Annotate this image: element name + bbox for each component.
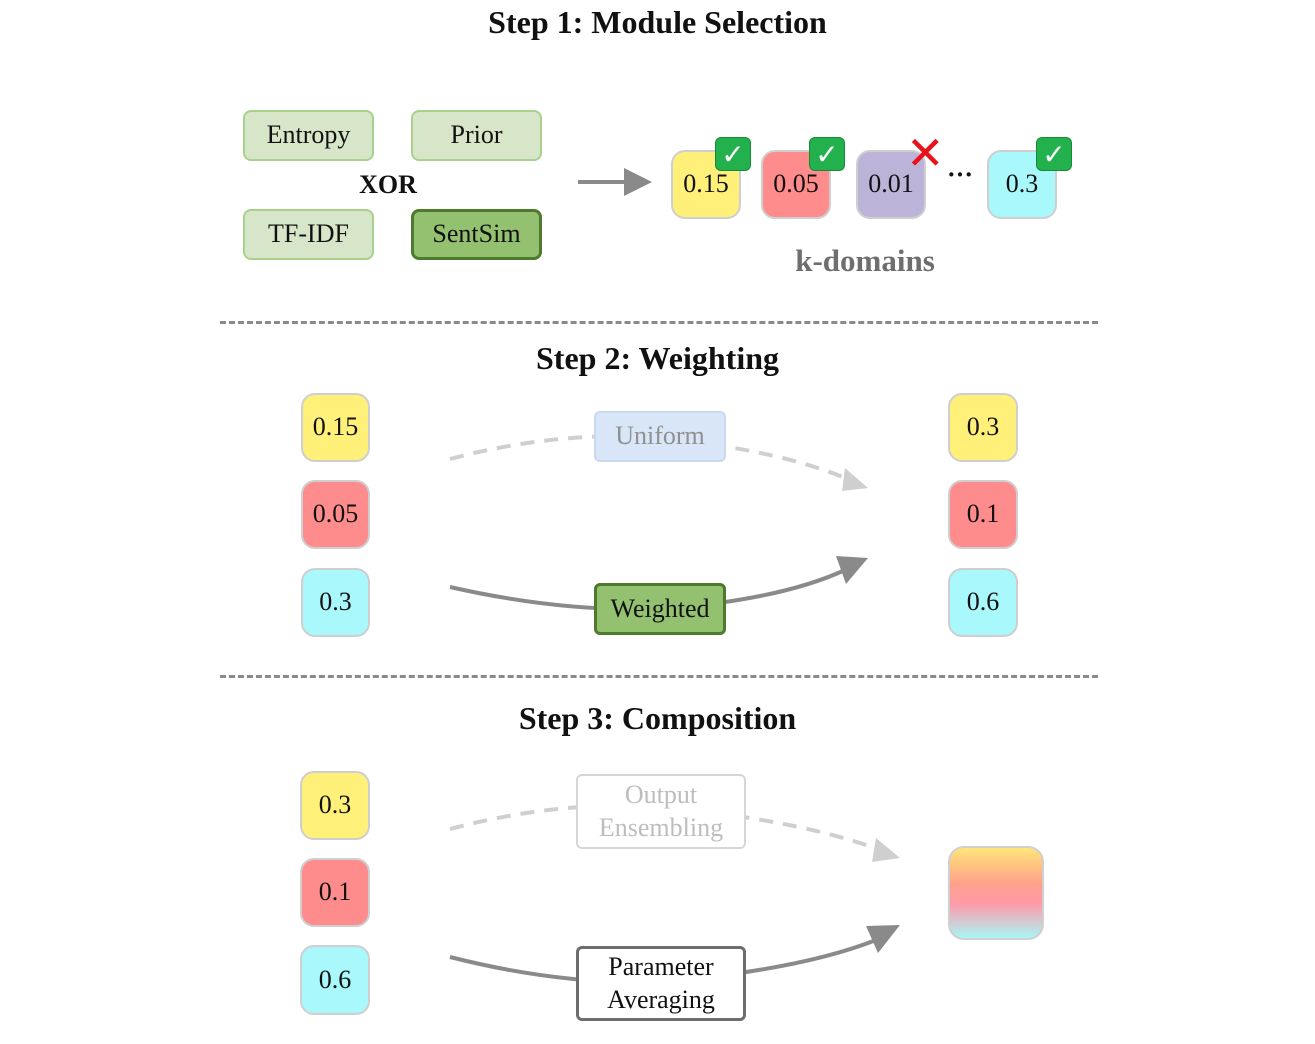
step3-input-3: 0.6 [300,945,370,1015]
step2-input-3: 0.3 [301,568,370,637]
step2-input-1: 0.15 [301,393,370,462]
method-tfidf: TF-IDF [243,209,374,260]
domain-ellipsis: ··· [946,160,973,189]
output-ensembling-line1: Output [624,780,698,809]
domain-box-3: 0.01 [856,150,926,219]
merged-module-box [948,846,1044,940]
k-domains-label: k-domains [795,243,935,278]
section-divider [220,321,1098,324]
step1-title: Step 1: Module Selection [488,4,827,40]
weighted-label: Weighted [594,583,726,635]
check-icon: ✓ [809,137,845,171]
output-ensembling-label: Output Ensembling [576,774,746,849]
output-ensembling-line2: Ensembling [598,812,724,842]
parameter-averaging-line2: Averaging [607,984,715,1014]
step2-title: Step 2: Weighting [536,340,779,376]
check-icon: ✓ [715,137,751,171]
parameter-averaging-line1: Parameter [608,952,714,981]
step3-input-2: 0.1 [300,858,370,927]
step3-input-1: 0.3 [300,771,370,840]
parameter-averaging-label: Parameter Averaging [576,946,746,1021]
step2-input-2: 0.05 [301,480,370,549]
uniform-label: Uniform [594,411,726,462]
selection-arrow [578,168,652,196]
xor-operator: XOR [359,170,417,199]
step3-title: Step 3: Composition [518,700,797,736]
step2-output-3: 0.6 [948,568,1018,637]
method-entropy: Entropy [243,110,374,161]
step2-output-1: 0.3 [948,393,1018,462]
section-divider [220,675,1098,678]
method-prior: Prior [411,110,542,161]
cross-icon: ✕ [906,126,945,180]
step2-output-2: 0.1 [948,480,1018,549]
check-icon: ✓ [1036,137,1072,171]
method-sentsim-selected: SentSim [411,209,542,260]
